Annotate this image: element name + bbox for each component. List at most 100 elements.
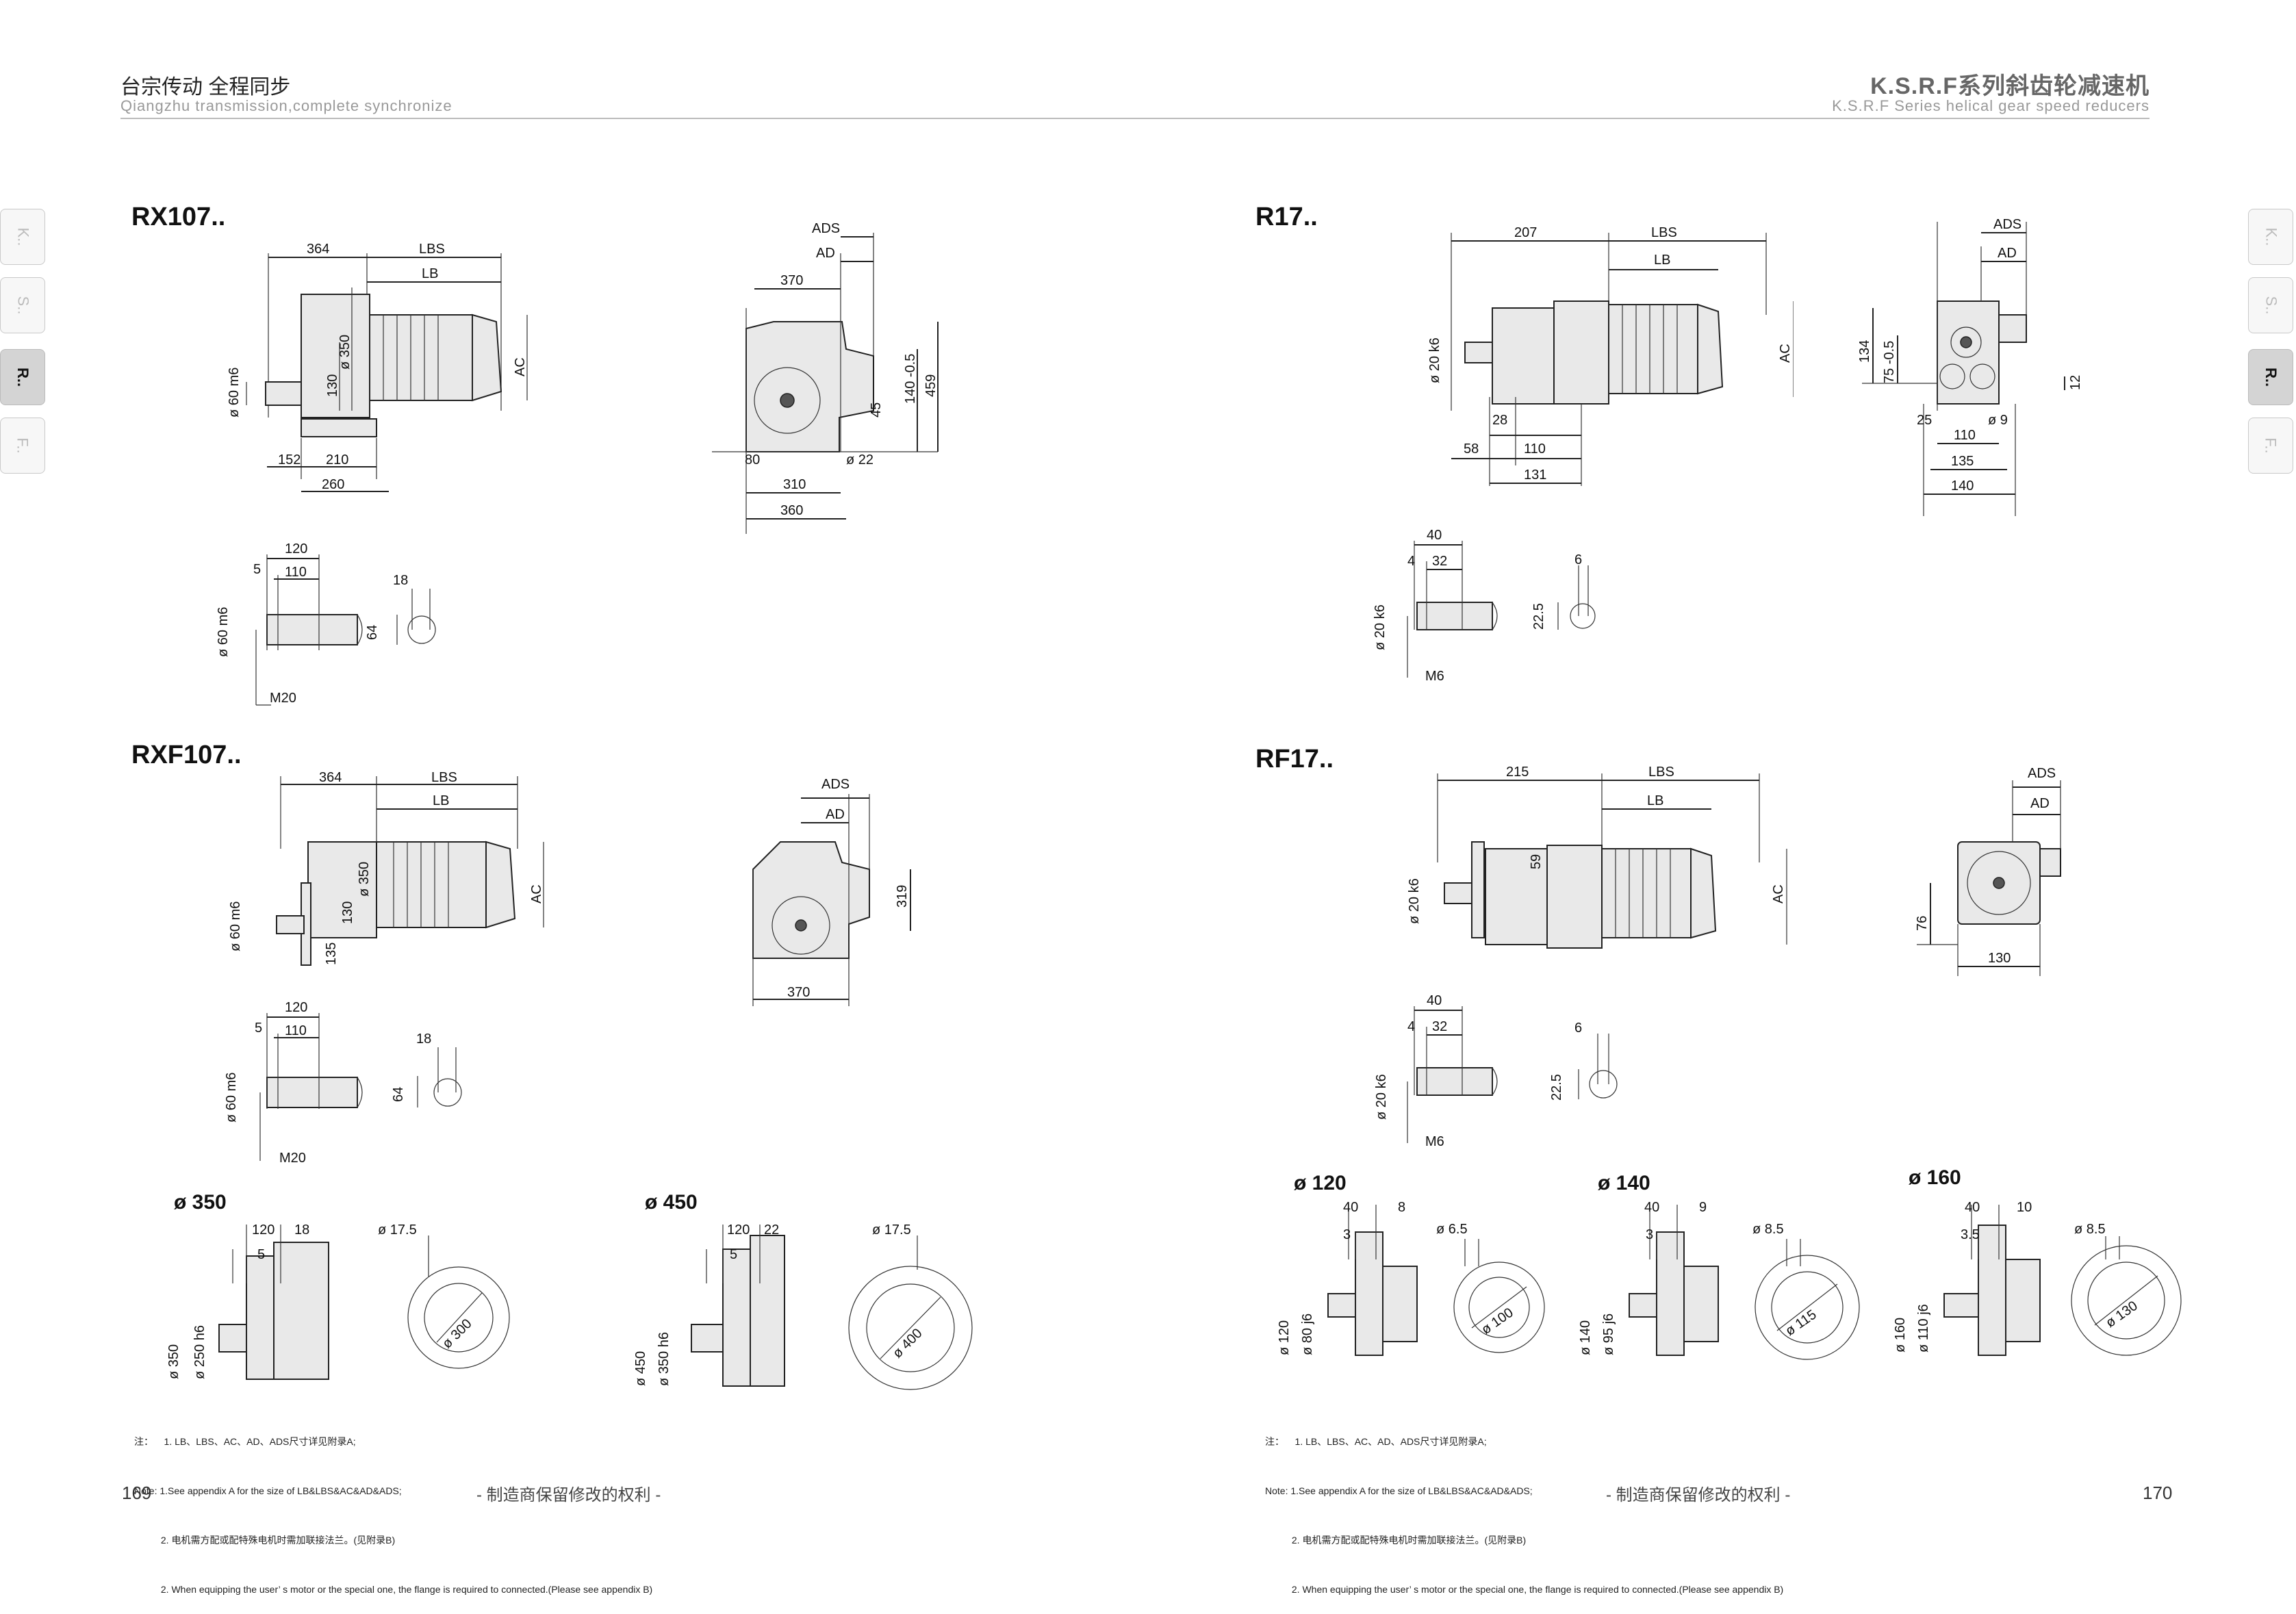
svg-text:40: 40	[1427, 993, 1442, 1008]
svg-text:215: 215	[1506, 765, 1529, 780]
model-title-rf17: RF17..	[1255, 745, 1334, 773]
svg-text:LB: LB	[433, 793, 449, 808]
svg-text:ø 22: ø 22	[846, 452, 873, 467]
svg-text:ø 9: ø 9	[1988, 413, 2008, 428]
svg-text:18: 18	[393, 573, 408, 588]
svg-text:64: 64	[391, 1087, 406, 1102]
svg-text:ø 140: ø 140	[1578, 1320, 1593, 1355]
svg-text:ø 20 k6: ø 20 k6	[1373, 604, 1388, 650]
svg-text:110: 110	[1954, 428, 1976, 443]
svg-text:LB: LB	[422, 266, 438, 281]
svg-text:59: 59	[1529, 854, 1544, 869]
svg-text:135: 135	[324, 943, 339, 965]
svg-text:LB: LB	[1647, 793, 1663, 808]
svg-text:140 -0.5: 140 -0.5	[903, 354, 918, 404]
svg-text:LBS: LBS	[431, 770, 457, 785]
svg-text:ø 60 m6: ø 60 m6	[227, 368, 242, 418]
tab-label: S..	[2262, 296, 2280, 315]
tab-label: F..	[14, 437, 31, 454]
svg-text:8: 8	[1398, 1200, 1405, 1215]
side-tab-r-left[interactable]: R..	[0, 349, 45, 405]
header-series-title: K.S.R.F系列斜齿轮减速机	[1870, 73, 2150, 99]
side-tab-f-left[interactable]: F..	[0, 418, 45, 474]
svg-text:ø 350: ø 350	[357, 862, 372, 897]
model-title-r17: R17..	[1255, 203, 1318, 231]
svg-text:ø 6.5: ø 6.5	[1436, 1222, 1468, 1237]
note-line-1: 注： 1. LB、LBS、AC、AD、ADS尺寸详见附录A;	[1265, 1436, 1487, 1447]
svg-text:ADS: ADS	[2028, 766, 2056, 781]
side-tab-k-right[interactable]: K..	[2248, 209, 2293, 265]
svg-text:LBS: LBS	[419, 242, 445, 257]
svg-text:ø 160: ø 160	[1893, 1318, 1908, 1353]
header-subtitle-en: Qiangzhu transmission,complete synchroni…	[120, 97, 452, 114]
svg-text:40: 40	[1427, 528, 1442, 543]
svg-text:M20: M20	[279, 1151, 306, 1166]
svg-text:10: 10	[2017, 1200, 2032, 1215]
svg-text:18: 18	[416, 1032, 431, 1047]
side-tab-r-right[interactable]: R..	[2248, 349, 2293, 405]
svg-text:ø 450: ø 450	[633, 1351, 648, 1386]
svg-text:22: 22	[764, 1222, 779, 1238]
note-line-3: 2. 电机需方配或配特殊电机时需加联接法兰。(见附录B)	[1265, 1535, 1527, 1546]
svg-text:AC: AC	[1778, 344, 1793, 363]
svg-text:ø 17.5: ø 17.5	[872, 1222, 911, 1238]
svg-text:ø 60 m6: ø 60 m6	[224, 1073, 239, 1123]
tab-label: K..	[2262, 227, 2280, 246]
side-tab-f-right[interactable]: F..	[2248, 418, 2293, 474]
svg-text:110: 110	[1524, 441, 1546, 457]
svg-text:370: 370	[787, 985, 810, 1000]
svg-text:ø 130: ø 130	[2103, 1298, 2141, 1331]
model-title-rxf107: RXF107..	[131, 741, 242, 769]
svg-text:ø 350 h6: ø 350 h6	[656, 1332, 672, 1386]
svg-text:120: 120	[285, 1000, 307, 1015]
model-title-rx107: RX107..	[131, 203, 226, 231]
header-rule	[120, 118, 2150, 119]
svg-text:5: 5	[730, 1247, 737, 1262]
svg-text:28: 28	[1492, 413, 1507, 428]
svg-text:AD: AD	[2030, 796, 2050, 811]
svg-text:18: 18	[294, 1222, 309, 1238]
notes-right: 注： 1. LB、LBS、AC、AD、ADS尺寸详见附录A; Note: 1.S…	[1265, 1400, 1783, 1614]
svg-text:ø 17.5: ø 17.5	[378, 1222, 417, 1238]
tab-label: S..	[14, 296, 31, 315]
svg-text:AD: AD	[826, 807, 845, 822]
side-tab-s-left[interactable]: S..	[0, 277, 45, 333]
svg-text:40: 40	[1343, 1200, 1358, 1215]
svg-text:ø 20 k6: ø 20 k6	[1407, 878, 1422, 924]
svg-text:80: 80	[745, 452, 760, 467]
svg-text:ø 60 m6: ø 60 m6	[216, 607, 231, 657]
tab-label: R..	[14, 367, 31, 387]
page-number-right: 170	[2143, 1483, 2173, 1503]
note-line-2: Note: 1.See appendix A for the size of L…	[134, 1485, 402, 1496]
svg-text:110: 110	[285, 565, 307, 580]
svg-text:3: 3	[1343, 1227, 1351, 1242]
note-line-1: 注： 1. LB、LBS、AC、AD、ADS尺寸详见附录A;	[134, 1436, 356, 1447]
rights-notice-right: - 制造商保留修改的权利 -	[1606, 1486, 1791, 1504]
svg-text:364: 364	[319, 770, 342, 785]
side-tab-s-right[interactable]: S..	[2248, 277, 2293, 333]
note-line-3: 2. 电机需方配或配特殊电机时需加联接法兰。(见附录B)	[134, 1535, 396, 1546]
svg-text:ø 95 j6: ø 95 j6	[1601, 1314, 1616, 1355]
svg-text:207: 207	[1514, 225, 1537, 240]
side-tab-k-left[interactable]: K..	[0, 209, 45, 265]
svg-text:110: 110	[285, 1023, 307, 1038]
svg-text:ADS: ADS	[821, 777, 850, 792]
svg-text:LB: LB	[1654, 253, 1670, 268]
header-title-cn: 台宗传动 全程同步	[120, 76, 291, 99]
svg-text:120: 120	[727, 1222, 750, 1238]
svg-text:ø 110 j6: ø 110 j6	[1916, 1304, 1931, 1353]
svg-text:135: 135	[1951, 454, 1974, 469]
svg-text:3: 3	[1646, 1227, 1653, 1242]
note-line-4: 2. When equipping the user’ s motor or t…	[134, 1584, 653, 1595]
svg-text:ø 60 m6: ø 60 m6	[228, 901, 243, 951]
